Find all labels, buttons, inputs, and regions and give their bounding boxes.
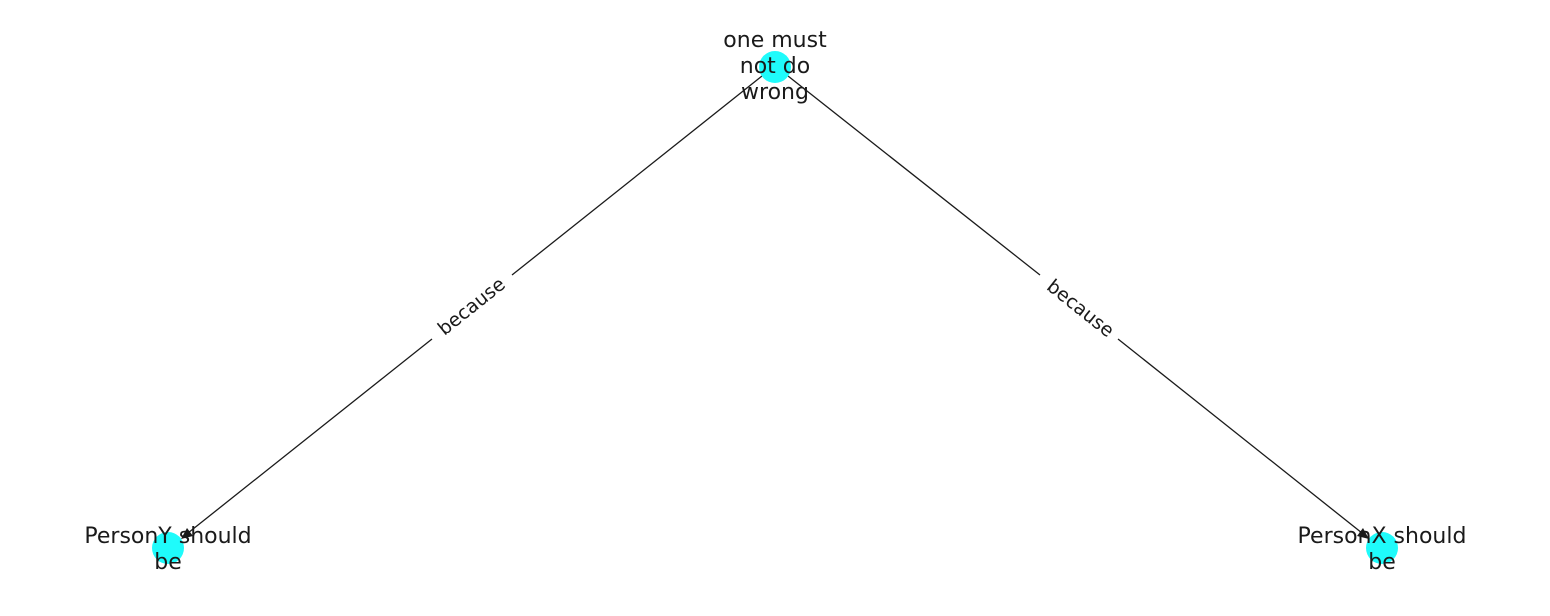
edge-line-right-upper: [787, 75, 1041, 276]
node-label-top-line-2: not do: [740, 54, 810, 79]
edge-top-to-left: because: [181, 75, 763, 539]
edge-line-right-lower: [1117, 338, 1363, 534]
node-label-left-line-1: PersonY should: [84, 524, 251, 549]
arrow-head-left: [181, 528, 193, 539]
node-label-left-line-2: be: [154, 550, 182, 575]
edge-label-right: because: [1042, 275, 1118, 342]
node-top: one must not do wrong: [723, 28, 827, 105]
node-label-right-line-2: be: [1368, 550, 1396, 575]
edge-line-left-upper: [511, 75, 763, 276]
node-circle-right: [1366, 532, 1398, 564]
edge-line-left-lower: [187, 338, 433, 534]
edge-label-left: because: [434, 273, 510, 340]
node-circle-left: [152, 532, 184, 564]
node-label-right-line-1: PersonX should: [1298, 524, 1467, 549]
node-right: PersonX should be: [1298, 524, 1467, 575]
node-left: PersonY should be: [84, 524, 251, 575]
node-label-top-line-1: one must: [723, 28, 827, 53]
node-circle-top: [759, 51, 791, 83]
edge-top-to-right: because: [787, 75, 1369, 539]
node-label-top-line-3: wrong: [741, 80, 809, 105]
arrow-head-right: [1357, 528, 1369, 539]
